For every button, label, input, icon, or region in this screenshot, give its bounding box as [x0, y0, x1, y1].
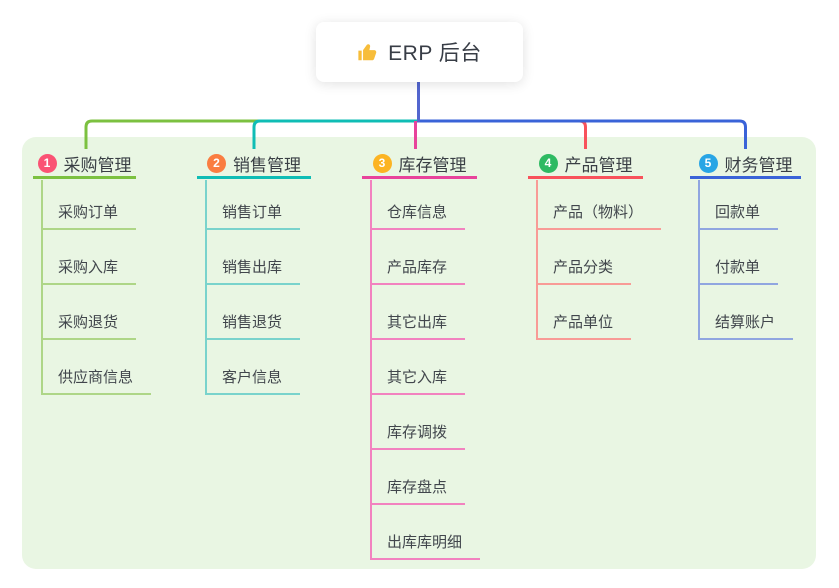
branch-header[interactable]: 1 采购管理 [33, 150, 136, 179]
child-node-label: 产品（物料） [553, 204, 644, 221]
child-node-label: 销售退货 [222, 314, 283, 331]
child-node-label: 回款单 [715, 204, 761, 221]
branch-number-badge: 2 [207, 153, 226, 173]
child-node[interactable]: 库存调拨 [370, 395, 466, 450]
branch-label: 库存管理 [398, 155, 467, 175]
child-node[interactable]: 产品库存 [370, 230, 466, 285]
branch-header[interactable]: 4 产品管理 [528, 150, 643, 179]
branch-node-1: 1 采购管理采购订单采购入库采购退货供应商信息 [33, 150, 152, 395]
child-node-label: 库存盘点 [387, 479, 448, 496]
child-node[interactable]: 销售出库 [205, 230, 301, 285]
children-connector-stem [698, 179, 700, 340]
child-node[interactable]: 客户信息 [205, 340, 301, 395]
child-node-label: 其它出库 [387, 314, 448, 331]
child-node[interactable]: 产品（物料） [536, 175, 662, 230]
child-node-label: 销售出库 [222, 259, 283, 276]
child-node-label: 产品库存 [387, 259, 448, 276]
children-connector-stem [370, 179, 372, 560]
branch-node-3: 3 库存管理仓库信息产品库存其它出库其它入库库存调拨库存盘点出库库明细 [362, 150, 481, 560]
child-node-label: 采购入库 [58, 259, 119, 276]
branch-label: 产品管理 [564, 155, 633, 175]
branch-number-badge: 5 [698, 153, 718, 173]
child-node-label: 仓库信息 [387, 204, 448, 221]
child-node[interactable]: 销售订单 [205, 175, 301, 230]
child-node-label: 采购订单 [58, 204, 119, 221]
child-node[interactable]: 采购退货 [41, 285, 137, 340]
child-node-label: 其它入库 [387, 369, 448, 386]
branch-number-badge: 4 [538, 153, 558, 173]
branch-header[interactable]: 5 财务管理 [690, 150, 801, 179]
branch-number-badge: 1 [37, 153, 57, 173]
branch-header[interactable]: 2 销售管理 [197, 150, 311, 179]
child-node-label: 出库库明细 [387, 534, 463, 551]
children-connector-stem [205, 179, 207, 395]
branch-header[interactable]: 3 库存管理 [362, 150, 477, 179]
child-node-label: 销售订单 [222, 204, 283, 221]
thumbs-up-icon [358, 44, 377, 61]
child-node-label: 库存调拨 [387, 424, 448, 441]
child-node[interactable]: 仓库信息 [370, 175, 466, 230]
child-node[interactable]: 出库库明细 [370, 505, 481, 560]
child-node-label: 产品单位 [553, 314, 614, 331]
child-node-label: 供应商信息 [58, 369, 134, 386]
branch-node-2: 2 销售管理销售订单销售出库销售退货客户信息 [197, 150, 311, 395]
child-node[interactable]: 采购订单 [41, 175, 137, 230]
children-connector-stem [41, 179, 43, 395]
child-node[interactable]: 付款单 [698, 230, 779, 285]
child-node[interactable]: 结算账户 [698, 285, 794, 340]
branch-label: 采购管理 [63, 155, 132, 175]
child-node[interactable]: 供应商信息 [41, 340, 152, 395]
child-node[interactable]: 产品分类 [536, 230, 632, 285]
child-node-label: 付款单 [715, 259, 761, 276]
root-node-title: ERP 后台 [388, 42, 482, 65]
root-node-erp[interactable]: ERP 后台 [316, 22, 523, 82]
child-node-label: 采购退货 [58, 314, 119, 331]
children-connector-stem [536, 179, 538, 340]
child-node[interactable]: 其它出库 [370, 285, 466, 340]
branch-label: 财务管理 [724, 155, 793, 175]
canvas-panel [22, 137, 816, 569]
child-node-label: 产品分类 [553, 259, 614, 276]
child-node[interactable]: 销售退货 [205, 285, 301, 340]
child-node[interactable]: 回款单 [698, 175, 779, 230]
branch-node-5: 5 财务管理回款单付款单结算账户 [690, 150, 801, 340]
child-node[interactable]: 采购入库 [41, 230, 137, 285]
child-node-label: 结算账户 [715, 314, 776, 331]
child-node[interactable]: 其它入库 [370, 340, 466, 395]
branch-label: 销售管理 [233, 155, 301, 175]
branch-node-4: 4 产品管理产品（物料） 产品分类产品单位 [528, 150, 662, 340]
child-node[interactable]: 产品单位 [536, 285, 632, 340]
branch-number-badge: 3 [372, 153, 392, 173]
child-node[interactable]: 库存盘点 [370, 450, 466, 505]
child-node-label: 客户信息 [222, 369, 283, 386]
